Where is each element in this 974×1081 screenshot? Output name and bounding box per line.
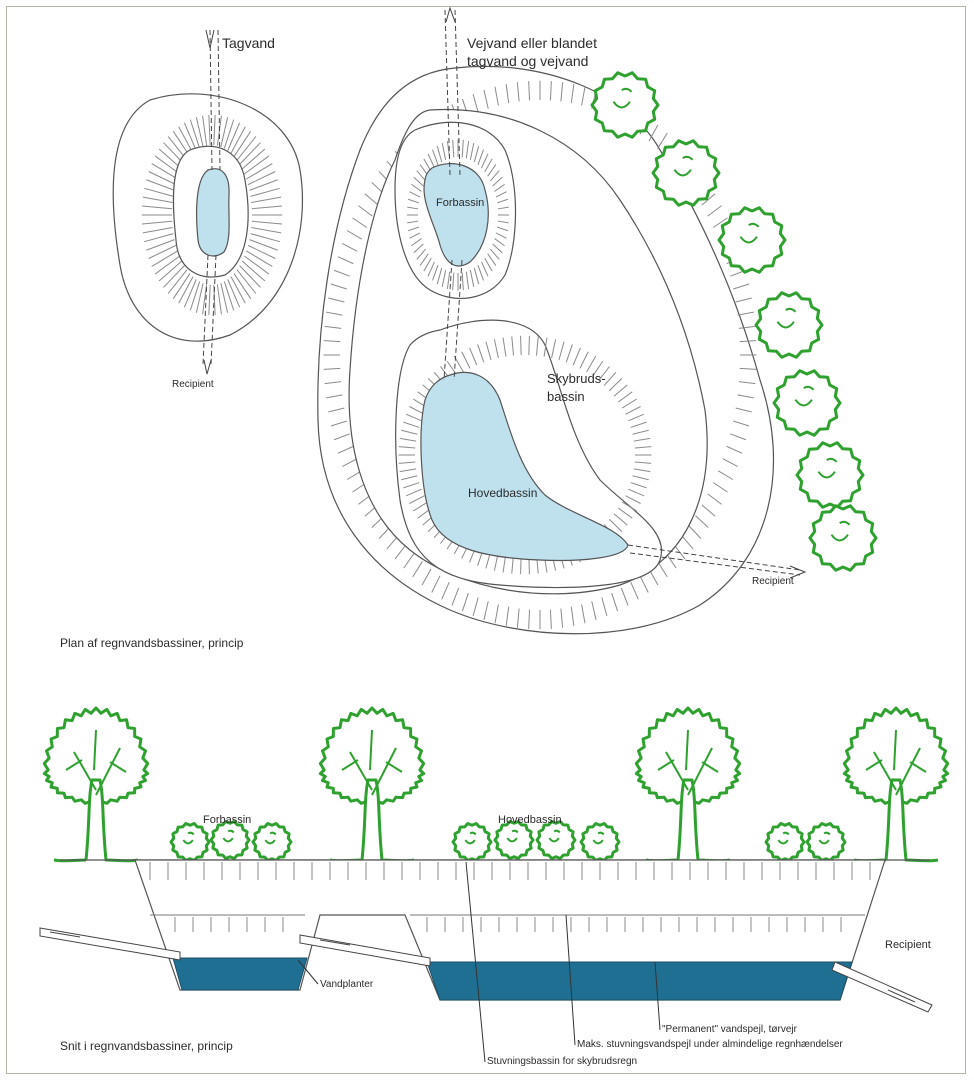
label-main-outlet: Recipient: [752, 576, 794, 587]
small-basin: Tagvand Recipient: [113, 30, 302, 390]
main-basin-permanent-water: [427, 962, 852, 1000]
label-storm-basin-2: bassin: [547, 389, 585, 404]
tree: [636, 708, 739, 861]
shrub: [807, 824, 845, 861]
road-inlet-arrow: [446, 8, 455, 22]
section-label-pre-basin: Forbassin: [203, 814, 251, 826]
small-basin-water: [197, 169, 230, 256]
shrub: [537, 822, 575, 859]
tree: [320, 708, 423, 861]
slope-hatch-line: [738, 312, 754, 315]
slope-hatch-line: [708, 206, 722, 216]
small-basin-outlet-arrow: [204, 360, 211, 374]
section-caption: Snit i regnvandsbassiner, princip: [60, 1039, 233, 1053]
section-label-outlet: Recipient: [885, 939, 931, 951]
section-inlet-pipe: [40, 928, 180, 960]
label-pre-basin: Forbassin: [436, 197, 484, 209]
plan-caption: Plan af regnvandsbassiner, princip: [60, 636, 244, 650]
section-label-main-basin: Hovedbassin: [498, 814, 562, 826]
label-main-basin: Hovedbassin: [468, 486, 537, 500]
label-storm-basin-1: Skybruds-: [547, 371, 606, 386]
label-water-plants: Vandplanter: [320, 979, 374, 990]
tree: [844, 708, 947, 861]
label-roof-water: Tagvand: [222, 35, 275, 51]
label-max-level: Maks. stuvningsvandspejl under almindeli…: [577, 1039, 843, 1050]
shrub: [211, 822, 249, 859]
label-road-water-1: Vejvand eller blandet: [467, 35, 597, 51]
section-outlet-pipe: [832, 962, 932, 1012]
slope-hatch-line: [733, 284, 749, 289]
shrub: [766, 824, 804, 861]
shrub: [756, 293, 822, 357]
label-storm-storage: Stuvningsbassin for skybrudsregn: [487, 1056, 637, 1067]
section-shrub-row: [171, 822, 845, 861]
pre-basin-permanent-water: [173, 958, 307, 990]
shrub: [171, 824, 209, 861]
tree: [44, 708, 147, 861]
slope-hatch-line: [529, 336, 530, 355]
shrub: [253, 824, 291, 861]
section-connection-pipe: [300, 935, 430, 966]
shrub: [453, 824, 491, 861]
plan-view: Tagvand Recipient Forbassin Hovedbassin: [60, 8, 876, 650]
shrub: [797, 443, 863, 507]
large-basin-complex: Forbassin Hovedbassin Vejvand eller blan…: [318, 8, 805, 634]
shrub: [810, 506, 876, 570]
shrub: [581, 824, 619, 861]
label-permanent-level: "Permanent" vandspejl, tørvejr: [662, 1024, 798, 1035]
label-road-water-2: tagvand og vejvand: [467, 53, 588, 69]
slope-hatch-line: [736, 298, 752, 302]
section-view: Forbassin Hovedbassin Recipient Vandplan…: [40, 708, 948, 1067]
shrub: [774, 371, 840, 435]
shrub: [495, 822, 533, 859]
label-small-outlet: Recipient: [172, 379, 214, 390]
slope-hatch-line: [521, 336, 522, 355]
